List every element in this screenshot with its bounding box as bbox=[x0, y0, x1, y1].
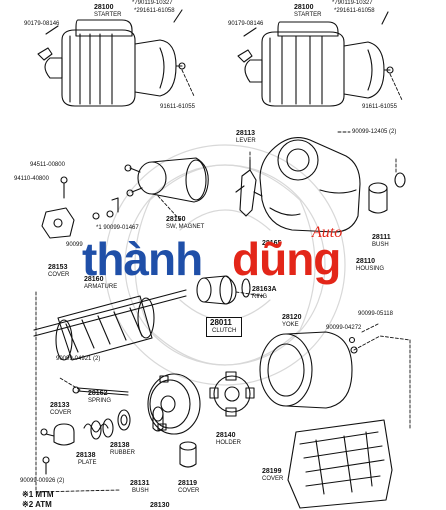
rear-cover-drawing bbox=[287, 419, 393, 509]
watermark-thanh: thành bbox=[82, 233, 203, 285]
armature-label: ARMATURE bbox=[84, 284, 118, 290]
part-number-28163a: 28163A bbox=[252, 286, 277, 293]
part-number-91611-bottom-right: 91611-61055 bbox=[362, 104, 397, 110]
part-number-90099-01467: *1 90099-01467 bbox=[96, 225, 139, 231]
part-number-94110: 94110-40800 bbox=[14, 176, 49, 182]
brush-holder-drawing bbox=[209, 371, 255, 417]
bush-label-28131: BUSH bbox=[132, 488, 149, 494]
part-number-28160: 28160 bbox=[84, 276, 104, 283]
lever-label: LEVER bbox=[236, 138, 256, 144]
through-bolt-drawing bbox=[72, 386, 129, 396]
terminal-parts-drawing bbox=[41, 176, 119, 239]
spring-label: SPRING bbox=[88, 398, 112, 404]
end-cover-drawing bbox=[179, 441, 197, 468]
part-number-90099-00926: 90099-00926 (2) bbox=[20, 478, 65, 484]
drive-housing-drawing bbox=[259, 137, 406, 233]
armature-drawing bbox=[33, 289, 187, 361]
part-number-28138-rubber: 28138 bbox=[110, 442, 130, 449]
ring-label: RING bbox=[252, 294, 267, 300]
part-number-28162: 28162 bbox=[88, 390, 108, 397]
yoke-label: YOKE bbox=[282, 322, 299, 328]
part-number-28113: 28113 bbox=[236, 130, 256, 137]
part-number-28011: 28011 bbox=[210, 318, 232, 327]
leader-lines bbox=[35, 69, 411, 493]
part-number-91611-top-left: *291611-61058 bbox=[134, 8, 175, 14]
magnet-switch-label: SW, MAGNET bbox=[166, 224, 205, 230]
cover-label-28119: COVER bbox=[178, 488, 200, 494]
plate-label: PLATE bbox=[78, 460, 97, 466]
part-number-28199: 28199 bbox=[262, 468, 282, 475]
part-number-28133: 28133 bbox=[50, 402, 70, 409]
part-number-90179-right: 90179-08146 bbox=[228, 21, 264, 27]
starter-left-drawing bbox=[37, 9, 186, 107]
part-number-28153: 28153 bbox=[48, 264, 68, 271]
part-number-90099-04272: 90099-04272 bbox=[326, 325, 362, 331]
cover-label-28199: COVER bbox=[262, 476, 284, 482]
magnetic-switch-drawing bbox=[124, 157, 209, 203]
watermark-auto: Auto bbox=[312, 224, 343, 241]
part-number-91611-bottom-left: 91611-61055 bbox=[160, 104, 195, 110]
part-number-90119-left: *790119-10327 bbox=[132, 0, 173, 6]
cover-label-28153: COVER bbox=[48, 272, 70, 278]
bush-drawing bbox=[152, 406, 164, 432]
part-number-28100-left: 28100 bbox=[94, 4, 114, 11]
watermark-dung: dũng bbox=[232, 233, 341, 285]
part-number-90099-05118: 90099-05118 bbox=[358, 311, 393, 317]
rubber-label: RUBBER bbox=[110, 450, 136, 456]
part-number-90099: 90099 bbox=[66, 242, 83, 248]
yoke-drawing bbox=[259, 331, 358, 409]
starter-label-left: STARTER bbox=[94, 12, 122, 18]
spring-drawing bbox=[83, 423, 109, 433]
part-number-28131: 28131 bbox=[130, 480, 150, 487]
clutch-label: CLUTCH bbox=[212, 328, 237, 334]
part-number-28111: 28111 bbox=[372, 234, 391, 241]
holder-label: HOLDER bbox=[216, 440, 242, 446]
clutch-highlight-box bbox=[206, 317, 242, 337]
bush-label-28111: BUSH bbox=[372, 242, 389, 248]
part-number-28165: 28165 bbox=[262, 240, 282, 247]
part-number-28119: 28119 bbox=[178, 480, 198, 487]
part-number-28100-right: 28100 bbox=[294, 4, 314, 11]
part-number-28138: 28138 bbox=[76, 452, 96, 459]
small-cover-drawing bbox=[40, 423, 75, 446]
starter-right-drawing bbox=[237, 11, 394, 107]
cover-label-28133: COVER bbox=[50, 410, 72, 416]
part-number-90099-04921: 90099-04921 (2) bbox=[56, 356, 101, 362]
screw-drawing bbox=[42, 456, 50, 475]
end-frame-drawing bbox=[147, 373, 201, 435]
rubber-plate-drawing bbox=[90, 409, 131, 440]
part-number-28110: 28110 bbox=[356, 258, 376, 265]
part-number-28120: 28120 bbox=[282, 314, 302, 321]
housing-label: HOUSING bbox=[356, 266, 385, 272]
part-number-28140: 28140 bbox=[216, 432, 236, 439]
part-number-90179-left: 90179-08146 bbox=[24, 21, 60, 27]
legend-mtm: ※1 MTM bbox=[22, 490, 54, 499]
part-number-28130: 28130 bbox=[150, 502, 170, 509]
part-number-90119-right: *790119-10327 bbox=[332, 0, 373, 6]
part-number-91611-top-right: *291611-61058 bbox=[334, 8, 375, 14]
part-number-94511: 94511-00800 bbox=[30, 162, 65, 168]
part-number-90099-12405: 90099-12405 (2) bbox=[352, 129, 397, 135]
part-number-28150: 28150 bbox=[166, 216, 186, 223]
starter-label-right: STARTER bbox=[294, 12, 322, 18]
lever-drawing bbox=[235, 159, 263, 217]
legend-atm: ※2 ATM bbox=[22, 500, 52, 509]
